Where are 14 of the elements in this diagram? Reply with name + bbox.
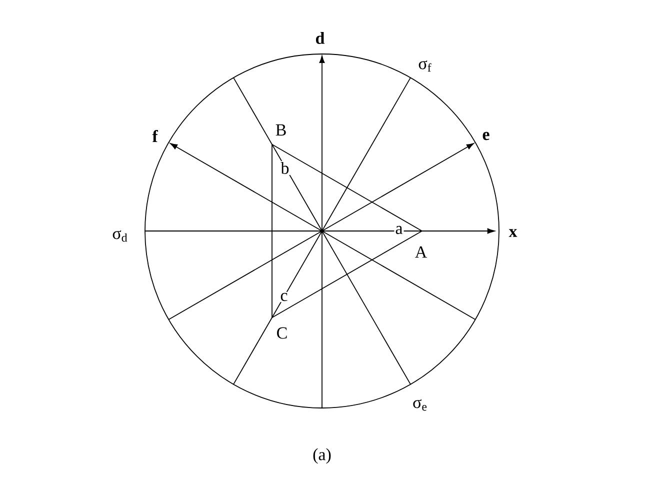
point-label: σ$_{e}$ — [413, 399, 427, 411]
point-label: f — [152, 130, 158, 142]
point-label: A — [415, 246, 428, 258]
point-label: x — [508, 229, 518, 237]
point-label: C — [277, 327, 287, 339]
caption: (a) — [313, 448, 331, 464]
point-label: σ$_{d}$ — [112, 230, 128, 242]
point-label: B — [276, 124, 286, 136]
point-label: d — [316, 32, 325, 44]
point-label: a — [394, 224, 404, 236]
point-label: c — [279, 292, 289, 302]
point-label: e — [482, 132, 490, 140]
point-label: σ$_{f}$ — [418, 60, 432, 72]
point-label: b — [280, 161, 290, 175]
